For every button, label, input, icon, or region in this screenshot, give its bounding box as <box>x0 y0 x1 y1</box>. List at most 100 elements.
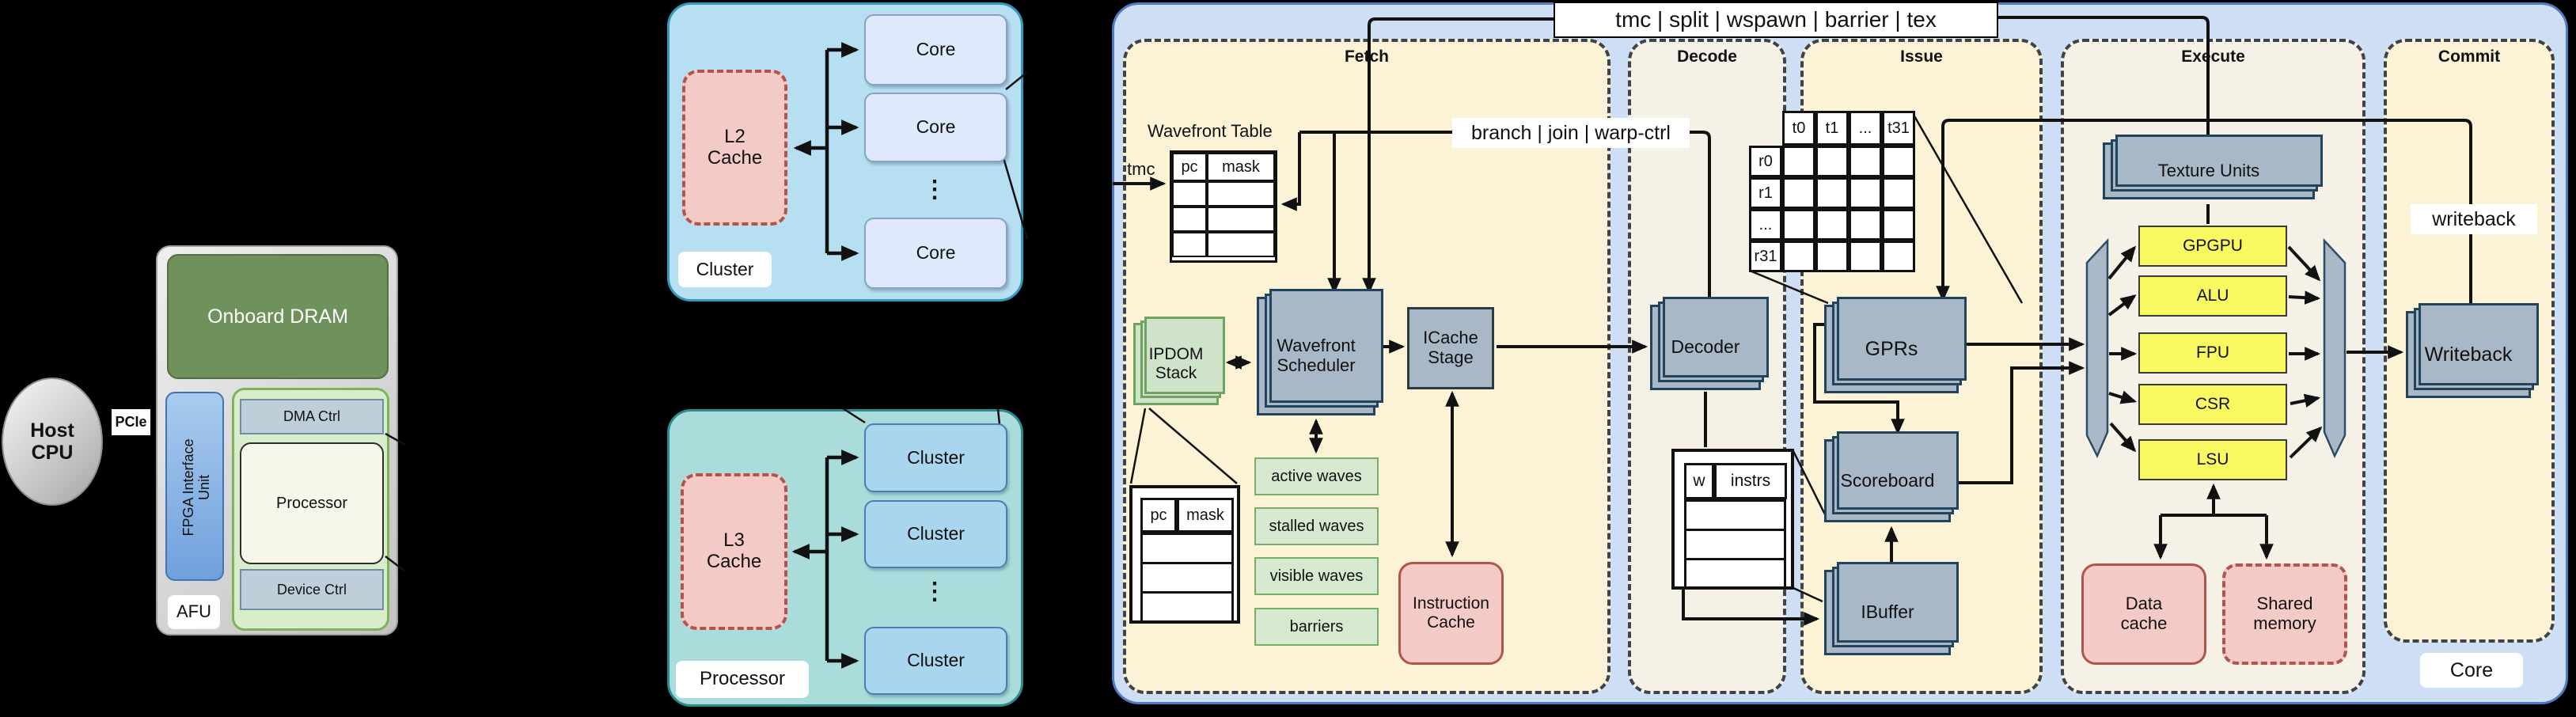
wave-status-box: visible waves <box>1254 557 1379 595</box>
gprs: GPRs <box>1824 297 1967 393</box>
gprs-label: GPRs <box>1865 338 1918 360</box>
wavefront-table-cell <box>1172 232 1207 257</box>
core-item-label: Core <box>916 39 956 60</box>
wavefront-table-header-mask: mask <box>1207 153 1275 181</box>
isa-banner-text: tmc | split | wspawn | barrier | tex <box>1615 7 1937 32</box>
instruction-cache: Instruction Cache <box>1398 562 1504 665</box>
fpga-interface-unit: FPGA Interface Unit <box>165 392 224 581</box>
regtable-col-header: t0 <box>1782 111 1815 146</box>
shared-memory: Shared memory <box>2222 563 2347 665</box>
wavefront-table-title-text: Wavefront Table <box>1148 121 1273 141</box>
regtable-cell <box>1782 209 1815 241</box>
onboard-dram: Onboard DRAM <box>167 254 389 379</box>
onboard-dram-label: Onboard DRAM <box>207 305 348 328</box>
wavefront-table-header-pc: pc <box>1172 153 1207 181</box>
tmc-label-text: tmc <box>1127 159 1155 179</box>
regtable-cell <box>1882 146 1915 177</box>
ipdom-detail-header-pc: pc <box>1140 498 1177 533</box>
execute-unit: LSU <box>2138 439 2287 480</box>
core-item: Core <box>864 93 1007 162</box>
icache-stage-label: ICache Stage <box>1423 328 1478 367</box>
ipdom-detail-row <box>1140 562 1234 594</box>
ibuffer-detail-table: w instrs <box>1671 449 1794 590</box>
fpga-interface-unit-label: FPGA Interface Unit <box>180 438 212 537</box>
regtable-row-header: r1 <box>1749 177 1782 209</box>
data-cache: Data cache <box>2081 563 2206 665</box>
execute-unit-label: FPU <box>2196 343 2229 362</box>
shared-memory-label: Shared memory <box>2253 594 2316 633</box>
scoreboard-label: Scoreboard <box>1840 469 1935 491</box>
wavefront-table-cell <box>1172 207 1207 232</box>
cluster-item-label: Cluster <box>907 650 965 671</box>
wave-status-label: active waves <box>1271 467 1362 485</box>
stage-fetch-title: Fetch <box>1344 47 1389 66</box>
execute-unit-label: LSU <box>2196 450 2229 469</box>
ipdom-stack: IPDOM Stack <box>1133 317 1225 405</box>
afu-tag-label: AFU <box>176 601 211 622</box>
execute-unit: ALU <box>2138 275 2287 317</box>
processor-ellipsis-glyph: ⋮ <box>923 579 947 605</box>
wavefront-scheduler-label: Wavefront Scheduler <box>1277 336 1356 375</box>
regtable-cell <box>1782 241 1815 272</box>
regtable-cell <box>1815 209 1849 241</box>
wave-status-label: barriers <box>1289 617 1344 635</box>
processor-tag: Processor <box>676 661 809 698</box>
ipdom-detail-table: pc mask <box>1129 485 1240 624</box>
regtable-cell <box>1849 177 1882 209</box>
writeback-signal-label: writeback <box>2411 204 2537 234</box>
texture-units-label: Texture Units <box>2157 160 2260 180</box>
instruction-cache-label: Instruction Cache <box>1413 594 1489 632</box>
dma-ctrl-label: DMA Ctrl <box>283 408 340 425</box>
afu-tag: AFU <box>168 595 220 629</box>
regtable-cell <box>1782 177 1815 209</box>
ibuffer-detail-header-instrs: instrs <box>1714 463 1787 499</box>
ibuffer-detail-row <box>1684 529 1786 560</box>
decoder-label: Decoder <box>1671 336 1740 358</box>
ipdom-detail-header-mask: mask <box>1177 498 1234 533</box>
pcie-label: PCIe <box>112 409 150 435</box>
stage-issue-title: Issue <box>1900 47 1943 66</box>
regtable-cell <box>1882 241 1915 272</box>
wavefront-table-cell <box>1207 207 1275 232</box>
regtable-col-header: ... <box>1849 111 1882 146</box>
regtable-col-header: t1 <box>1815 111 1849 146</box>
ipdom-stack-label: IPDOM Stack <box>1148 345 1204 382</box>
ipdom-detail-row <box>1140 591 1234 623</box>
wave-status-label: stalled waves <box>1269 517 1364 535</box>
stage-commit-title: Commit <box>2438 47 2501 66</box>
core-item-label: Core <box>916 242 956 264</box>
pcie-text: PCIe <box>115 414 147 431</box>
regtable-cell <box>1849 241 1882 272</box>
ibuffer: IBuffer <box>1824 562 1959 655</box>
cluster-item: Cluster <box>864 500 1007 568</box>
execute-unit: FPU <box>2138 332 2287 374</box>
wavefront-table: pc mask <box>1170 150 1277 263</box>
execute-unit: CSR <box>2138 384 2287 425</box>
wavefront-scheduler: Wavefront Scheduler <box>1257 289 1383 415</box>
cluster-item-label: Cluster <box>907 523 965 544</box>
core-item-label: Core <box>916 116 956 138</box>
ibuffer-detail-row <box>1684 558 1786 590</box>
cluster-item: Cluster <box>864 627 1007 695</box>
cluster-item: Cluster <box>864 423 1007 492</box>
host-cpu-label: Host CPU <box>30 419 74 464</box>
regtable-grid <box>1782 146 1915 272</box>
regtable-row-header: ... <box>1749 209 1782 241</box>
regtable-cell <box>1882 177 1915 209</box>
l3-cache: L3 Cache <box>681 473 787 630</box>
wavefront-table-cell <box>1207 181 1275 207</box>
regtable-cell <box>1815 241 1849 272</box>
regtable-cell <box>1782 146 1815 177</box>
execute-unit: GPGPU <box>2138 226 2287 267</box>
regtable-cell <box>1882 209 1915 241</box>
cluster-tag: Cluster <box>678 252 772 287</box>
afu-processor-label: Processor <box>275 494 348 512</box>
wave-status-box: barriers <box>1254 608 1379 646</box>
l3-cache-label: L3 Cache <box>706 529 762 572</box>
regtable-row-header: r31 <box>1749 241 1782 272</box>
host-cpu: Host CPU <box>2 377 103 506</box>
data-cache-label: Data cache <box>2120 594 2168 633</box>
ibuffer-detail-header-w: w <box>1684 463 1714 499</box>
processor-tag-label: Processor <box>699 668 786 690</box>
